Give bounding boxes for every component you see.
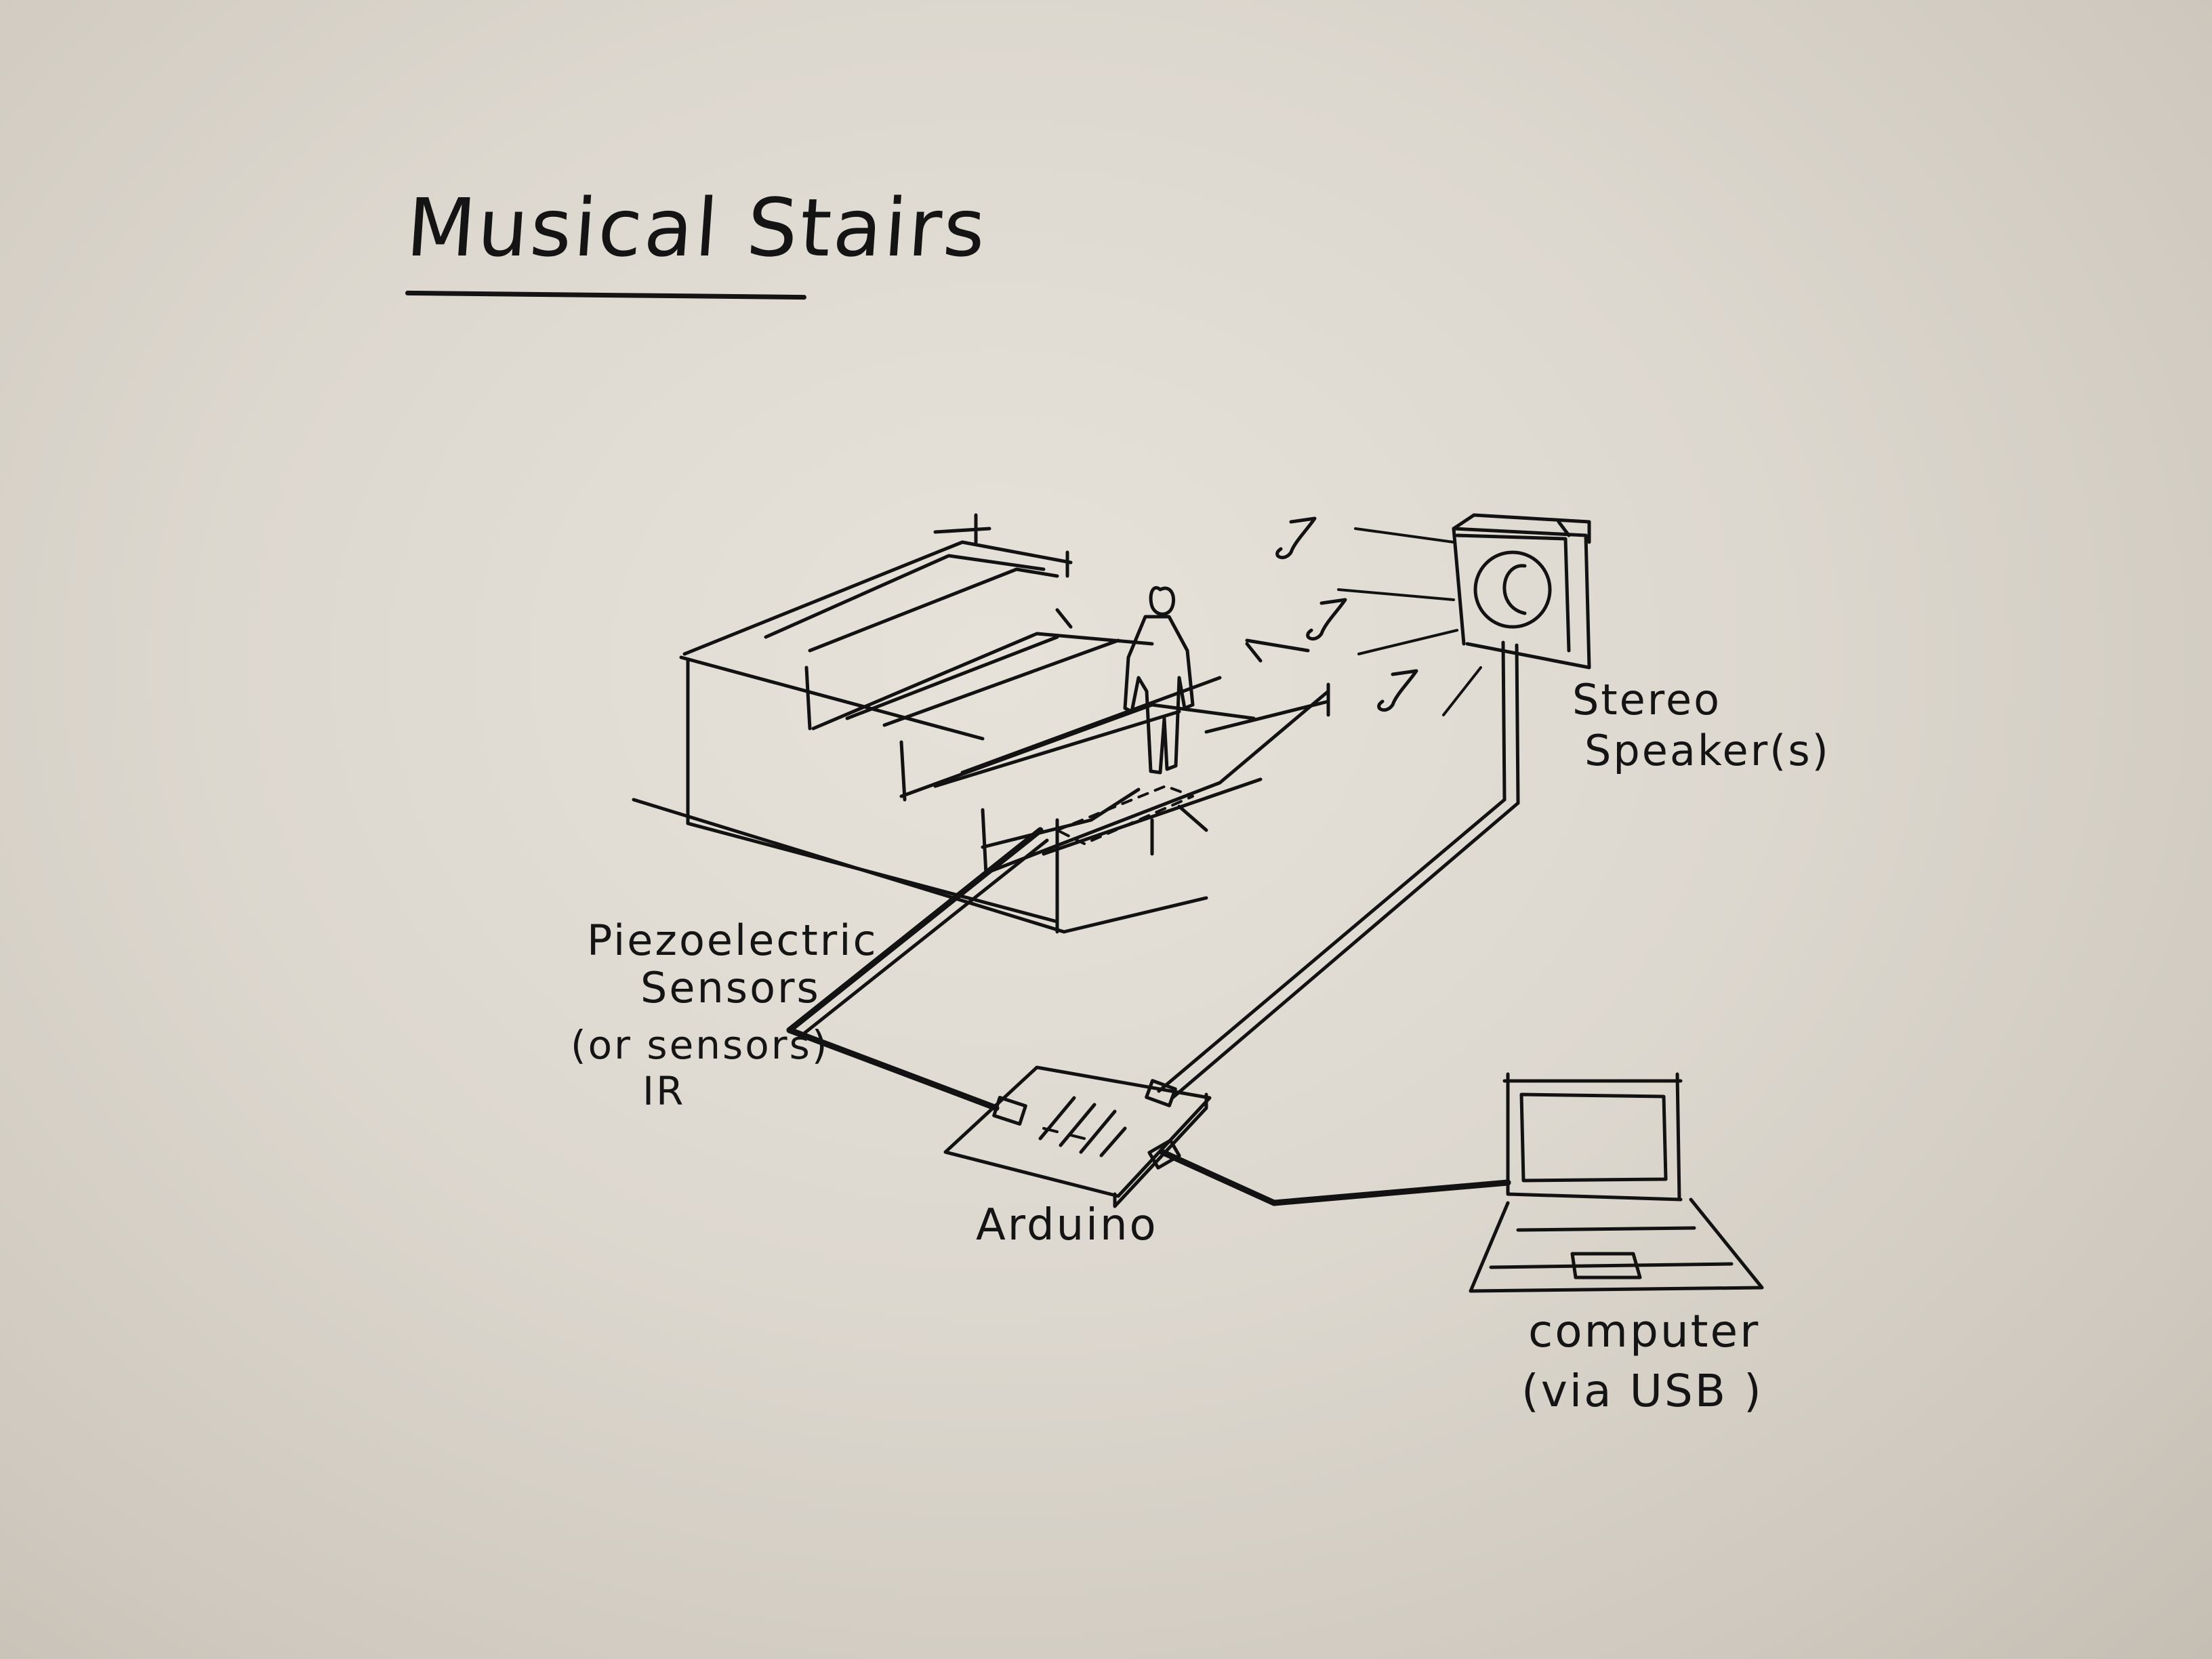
alt-sensor-label: (or sensors) xyxy=(571,1025,829,1066)
speaker-icon xyxy=(1454,515,1589,803)
sound-waves xyxy=(1338,529,1481,715)
cables xyxy=(790,800,1518,1203)
alt-sensor-label-2: IR xyxy=(642,1071,685,1112)
speaker-label: Stereo xyxy=(1572,678,1721,722)
page-title: Musical Stairs xyxy=(404,186,990,270)
sensors-label: Piezoelectric xyxy=(587,918,878,962)
speaker-label-2: Speaker(s) xyxy=(1584,729,1830,773)
computer-label: computer xyxy=(1528,1308,1760,1355)
music-note-icon xyxy=(1277,518,1416,710)
sensors-label-2: Sensors xyxy=(640,966,821,1010)
laptop-icon xyxy=(1471,1074,1762,1291)
staircase xyxy=(634,515,1328,932)
circuit-board-icon xyxy=(945,1067,1210,1206)
computer-label-2: (via USB ) xyxy=(1521,1368,1763,1414)
person-icon xyxy=(1125,588,1193,773)
controller-label: Arduino xyxy=(976,1203,1158,1248)
